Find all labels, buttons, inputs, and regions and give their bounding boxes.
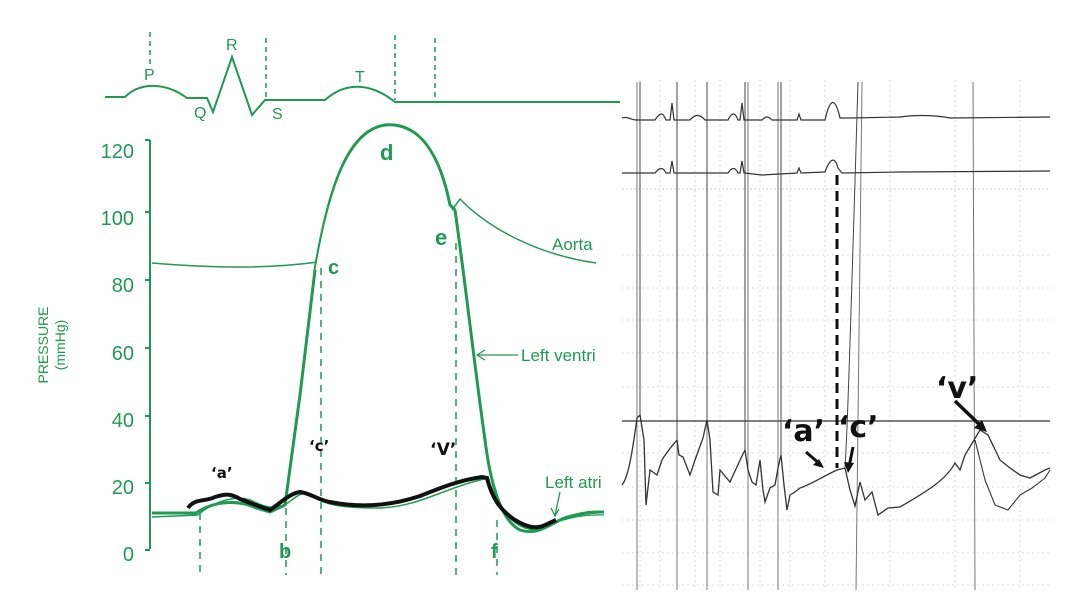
y-tick-120: 120 bbox=[101, 141, 134, 163]
curve-label-left-atrium: Left atri bbox=[545, 473, 602, 492]
point-label-f: f bbox=[491, 541, 498, 563]
y-tick-20: 20 bbox=[112, 477, 134, 499]
ecg-label-q: Q bbox=[194, 105, 206, 122]
y-tick-0: 0 bbox=[123, 544, 134, 566]
ecg-label-p: P bbox=[144, 67, 155, 84]
left-ventricle-inner bbox=[315, 127, 448, 271]
ecg-waveform bbox=[105, 53, 620, 117]
ecg-trace-top bbox=[621, 101, 1051, 121]
right-label-a: ‘a’ bbox=[782, 414, 825, 449]
arrow-v bbox=[953, 399, 984, 429]
pressure-tracing bbox=[621, 413, 1051, 517]
ecg-dashed-markers bbox=[149, 32, 436, 100]
ecg-label-t: T bbox=[355, 69, 365, 86]
y-ticks bbox=[145, 139, 150, 551]
pressure-tracing-2 bbox=[974, 439, 1051, 511]
wave-label-a: ‘a’ bbox=[211, 464, 233, 482]
ecg-label-s: S bbox=[272, 106, 283, 123]
y-axis-label-line2: (mmHg) bbox=[52, 320, 68, 371]
curve-label-aorta: Aorta bbox=[552, 235, 593, 254]
y-tick-40: 40 bbox=[112, 410, 134, 432]
ecg-trace-bottom bbox=[622, 159, 1051, 176]
aorta-curve bbox=[151, 197, 597, 268]
wave-label-v: ‘V’ bbox=[430, 440, 456, 460]
arrow-left-atrium bbox=[554, 491, 561, 516]
curve-label-left-ventricle: Left ventri bbox=[521, 346, 596, 365]
ecg-schematic: P Q R S T bbox=[105, 32, 620, 123]
right-label-v: ‘v’ bbox=[936, 371, 978, 406]
wave-label-c: ‘c’ bbox=[309, 437, 329, 455]
y-axis-label-line1: PRESSURE bbox=[35, 306, 51, 383]
y-tick-100: 100 bbox=[101, 208, 134, 230]
y-tick-labels: 120 100 80 60 40 20 0 bbox=[101, 141, 134, 566]
measured-la-tracing bbox=[186, 474, 557, 530]
pressure-chart: 120 100 80 60 40 20 0 PRESSURE (mmHg) bbox=[35, 123, 605, 575]
point-label-c: c bbox=[328, 257, 339, 279]
right-label-c: ‘c’ bbox=[838, 410, 879, 445]
left-ventricle-curve bbox=[152, 123, 605, 534]
left-atrium-curve bbox=[151, 477, 605, 531]
arrow-v-head bbox=[974, 420, 987, 432]
ecg-label-r: R bbox=[226, 37, 238, 54]
point-label-e: e bbox=[435, 225, 447, 250]
point-label-d: d bbox=[380, 140, 393, 165]
arrow-c-head bbox=[844, 462, 854, 473]
y-axis-label: PRESSURE (mmHg) bbox=[35, 306, 68, 383]
right-tracing-panel: ‘a’ ‘c’ ‘v’ bbox=[618, 75, 1058, 595]
phase-markers bbox=[199, 243, 498, 575]
arrow-a-head bbox=[813, 459, 824, 468]
y-tick-80: 80 bbox=[112, 275, 134, 297]
point-label-b: b bbox=[279, 541, 291, 563]
y-tick-60: 60 bbox=[112, 343, 134, 365]
lv-spikes bbox=[639, 81, 859, 469]
